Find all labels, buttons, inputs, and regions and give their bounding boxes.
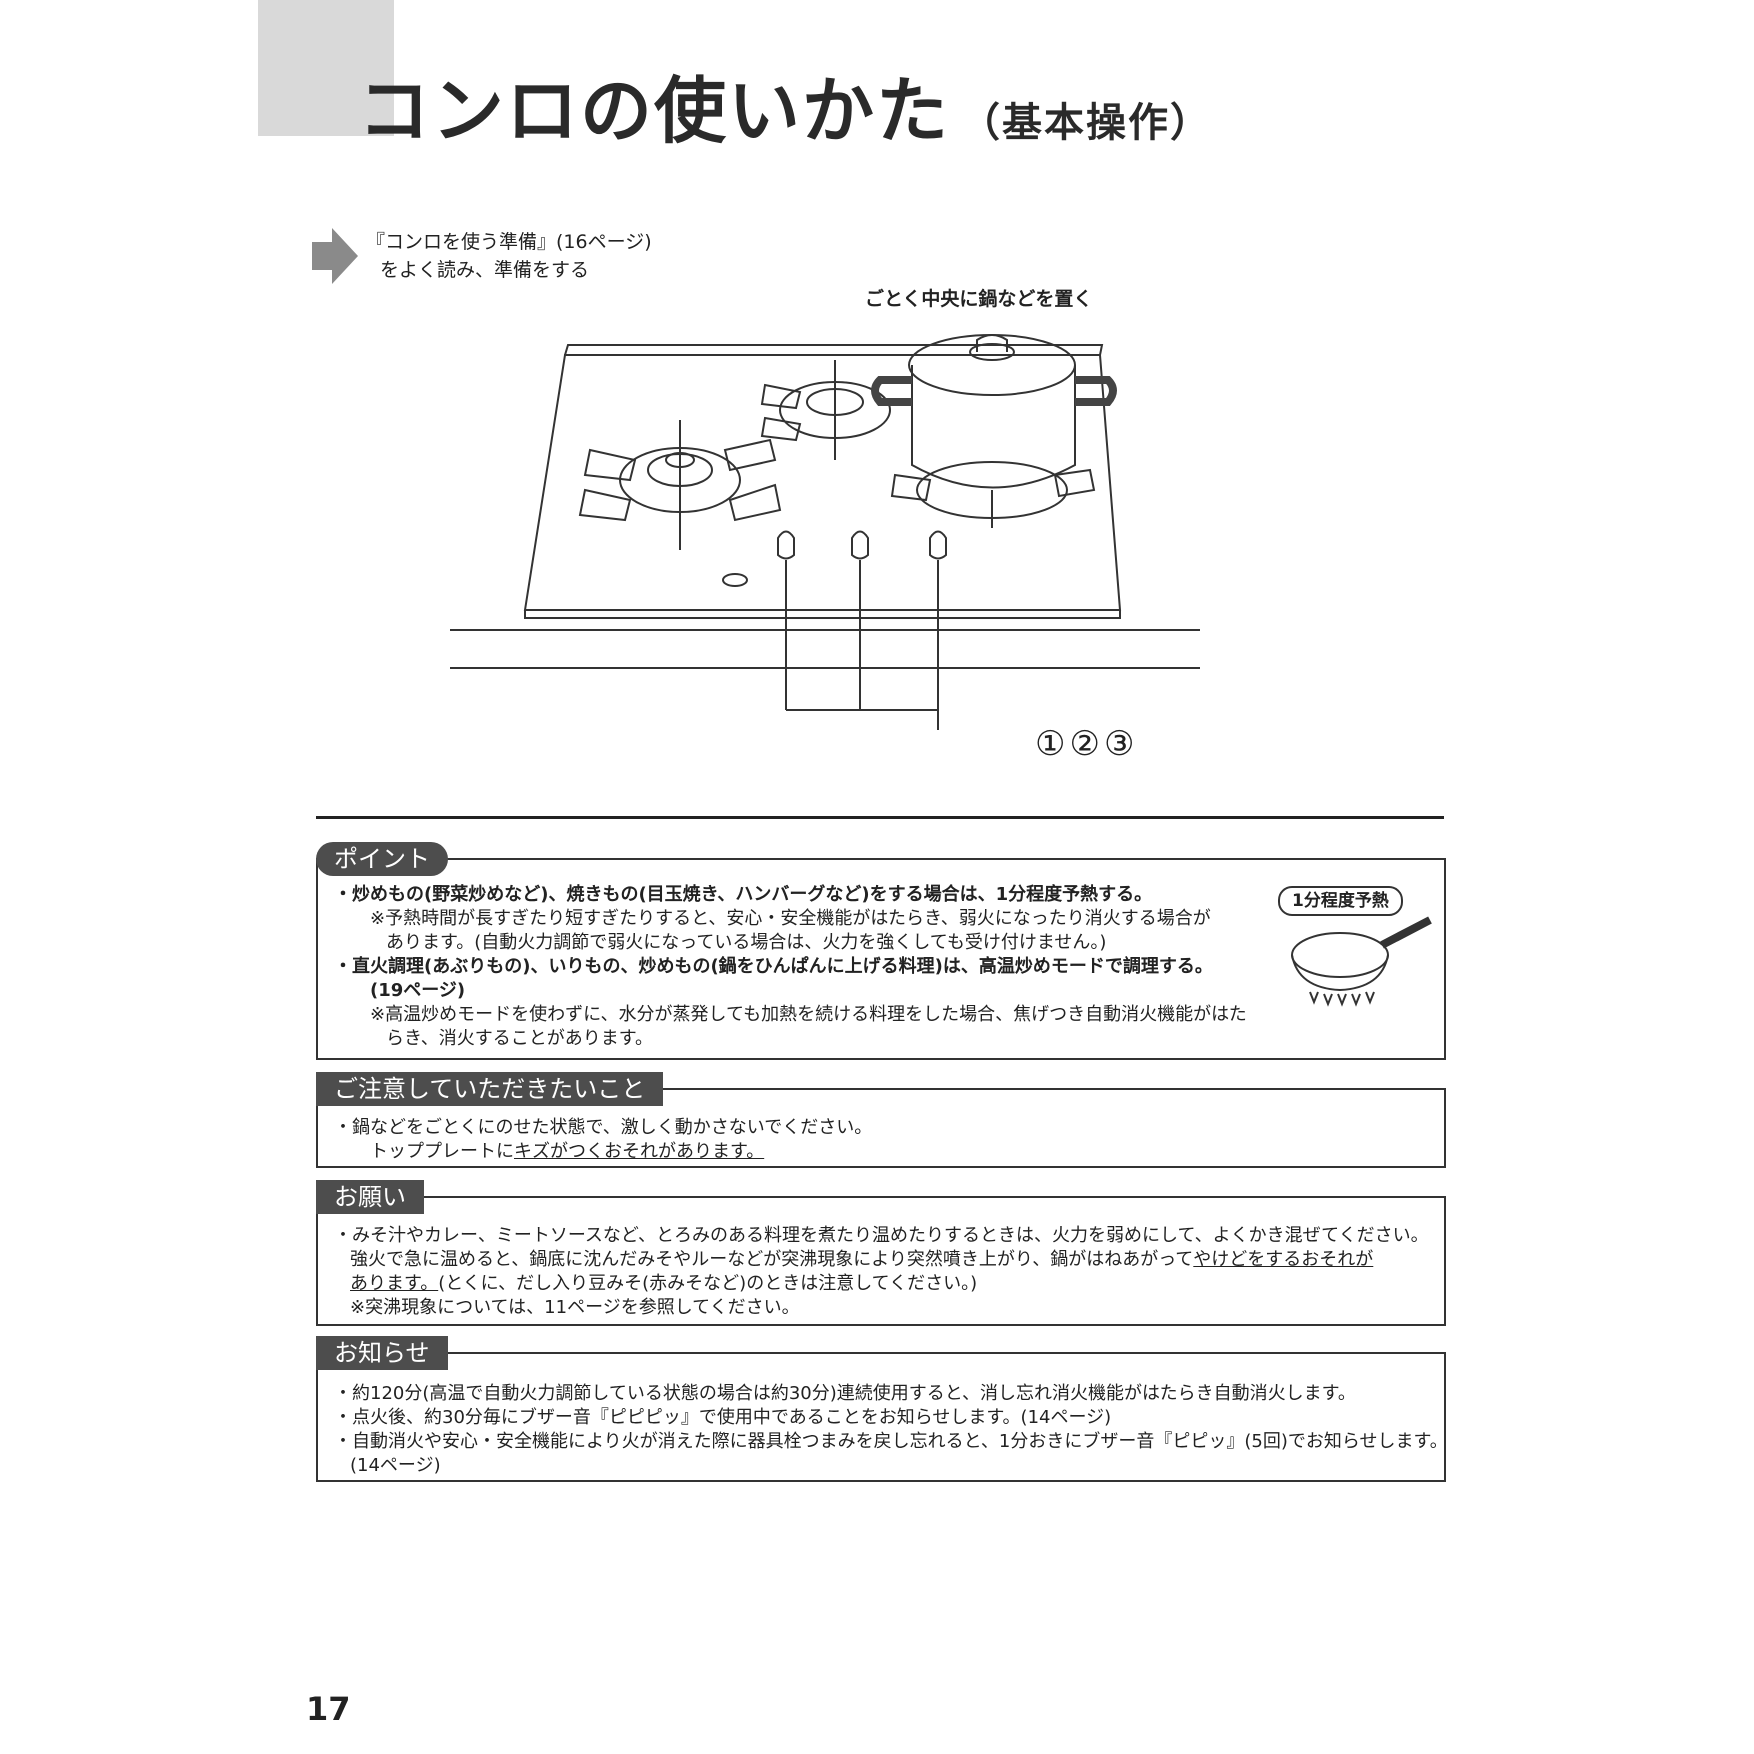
point-item-1: ・炒めもの(野菜炒めなど)、焼きもの(目玉焼き、ハンバーグなど)をする場合は、1…	[334, 884, 1153, 905]
reference-note: 『コンロを使う準備』(16ページ) をよく読み、準備をする	[366, 228, 652, 284]
request-item-1: ・みそ汁やカレー、ミートソースなど、とろみのある料理を煮たり温めたりするときは、…	[334, 1225, 1429, 1246]
reference-line-2: をよく読み、準備をする	[380, 259, 590, 281]
notice-box	[316, 1352, 1446, 1482]
point-note-1b: あります。(自動火力調節で弱火になっている場合は、火力を強くしても受け付けません…	[386, 932, 1107, 953]
title-main: コンロの使いかた	[358, 69, 951, 153]
notice-header: お知らせ	[316, 1336, 448, 1370]
point-box	[316, 858, 1446, 1060]
frying-pan-icon	[1291, 916, 1432, 1007]
knob-number-labels: ①②③	[1035, 724, 1139, 764]
request-text-plain-2: (とくに、だし入り豆みそ(赤みそなど)のときは注意してください。)	[438, 1273, 978, 1294]
chapter-tab	[258, 0, 394, 136]
preheat-badge: 1分程度予熱	[1278, 886, 1403, 916]
point-note-2b: らき、消火することがあります。	[386, 1028, 653, 1049]
request-note: ※突沸現象については、11ページを参照してください。	[350, 1297, 800, 1318]
notice-item-2: ・点火後、約30分毎にブザー音『ピピピッ』で使用中であることをお知らせします。(…	[334, 1407, 1112, 1428]
caution-header: ご注意していただきたいこと	[316, 1072, 664, 1106]
page-title: コンロの使いかた（基本操作）	[358, 52, 1212, 157]
caution-item-1-detail: トッププレートにキズがつくおそれがあります。	[334, 1140, 764, 1163]
request-text-underlined: やけどをするおそれが	[1193, 1249, 1374, 1270]
notice-item-3: ・自動消火や安心・安全機能により火が消えた際に器具栓つまみを戻し忘れると、1分お…	[334, 1431, 1448, 1452]
request-item-1-detail-b: あります。(とくに、だし入り豆みそ(赤みそなど)のときは注意してください。)	[334, 1272, 977, 1295]
request-box	[316, 1196, 1446, 1326]
stove-illustration	[450, 334, 1200, 730]
caution-box	[316, 1088, 1446, 1168]
request-header: お願い	[316, 1180, 424, 1214]
caution-item-1: ・鍋などをごとくにのせた状態で、激しく動かさないでください。	[334, 1117, 873, 1138]
request-item-1-detail-a: 強火で急に温めると、鍋底に沈んだみそやルーなどが突沸現象により突然噴き上がり、鍋…	[334, 1248, 1373, 1271]
pot-caption: ごとく中央に鍋などを置く	[865, 288, 1093, 310]
point-note-2a: ※高温炒めモードを使わずに、水分が蒸発しても加熱を続ける料理をした場合、焦げつき…	[370, 1004, 1247, 1025]
notice-item-3-ref: (14ページ)	[350, 1455, 441, 1476]
caution-text-underlined: キズがつくおそれがあります。	[514, 1141, 765, 1162]
title-sub: （基本操作）	[960, 100, 1213, 146]
point-item-2-ref: (19ページ)	[370, 980, 466, 1001]
arrow-right-icon	[312, 228, 358, 284]
point-item-2: ・直火調理(あぶりもの)、いりもの、炒めもの(鍋をひんぱんに上げる料理)は、高温…	[334, 956, 1213, 977]
reference-line-1: 『コンロを使う準備』(16ページ)	[366, 231, 652, 253]
caution-text-plain: トッププレートに	[370, 1141, 514, 1162]
point-header: ポイント	[316, 842, 448, 876]
request-text-plain: 強火で急に温めると、鍋底に沈んだみそやルーなどが突沸現象により突然噴き上がり、鍋…	[350, 1249, 1194, 1270]
request-text-underlined-2: あります。	[350, 1273, 439, 1294]
page-number: 17	[306, 1690, 351, 1728]
notice-item-1: ・約120分(高温で自動火力調節している状態の場合は約30分)連続使用すると、消…	[334, 1383, 1356, 1404]
section-rule	[316, 816, 1444, 819]
point-note-1a: ※予熱時間が長すぎたり短すぎたりすると、安心・安全機能がはたらき、弱火になったり…	[370, 908, 1211, 929]
